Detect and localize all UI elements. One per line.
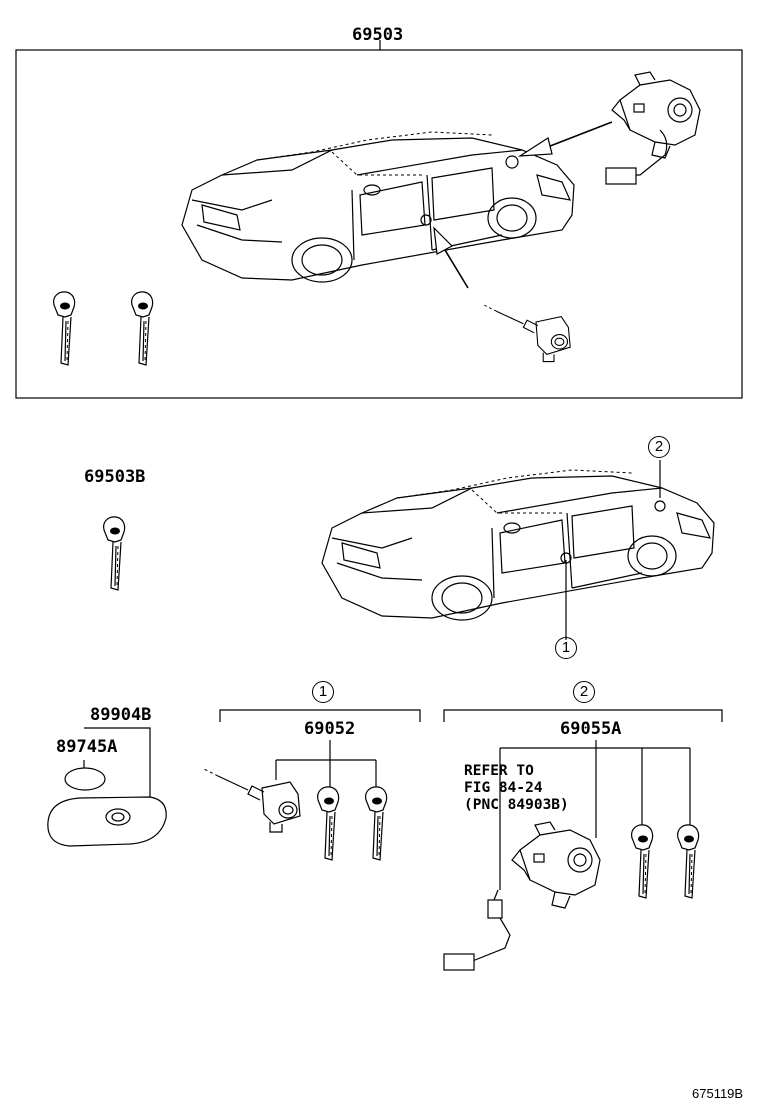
refer-note-line3: (PNC 84903B) bbox=[464, 797, 569, 813]
refer-note-line2: FIG 84-24 bbox=[464, 780, 543, 796]
marker-1-car: 1 bbox=[555, 637, 577, 659]
marker-1-group: 1 bbox=[312, 681, 334, 703]
label-69052: 69052 bbox=[304, 719, 356, 739]
marker-2-top: 2 bbox=[648, 436, 670, 458]
refer-note-line1: REFER TO bbox=[464, 763, 534, 779]
marker-2-group: 2 bbox=[573, 681, 595, 703]
label-69503: 69503 bbox=[352, 25, 404, 45]
label-89904b: 89904B bbox=[90, 705, 152, 725]
label-89745a: 89745A bbox=[56, 737, 118, 757]
label-69503b: 69503B bbox=[84, 467, 146, 487]
label-69055a: 69055A bbox=[560, 719, 622, 739]
figure-number: 675119B bbox=[692, 1086, 744, 1101]
